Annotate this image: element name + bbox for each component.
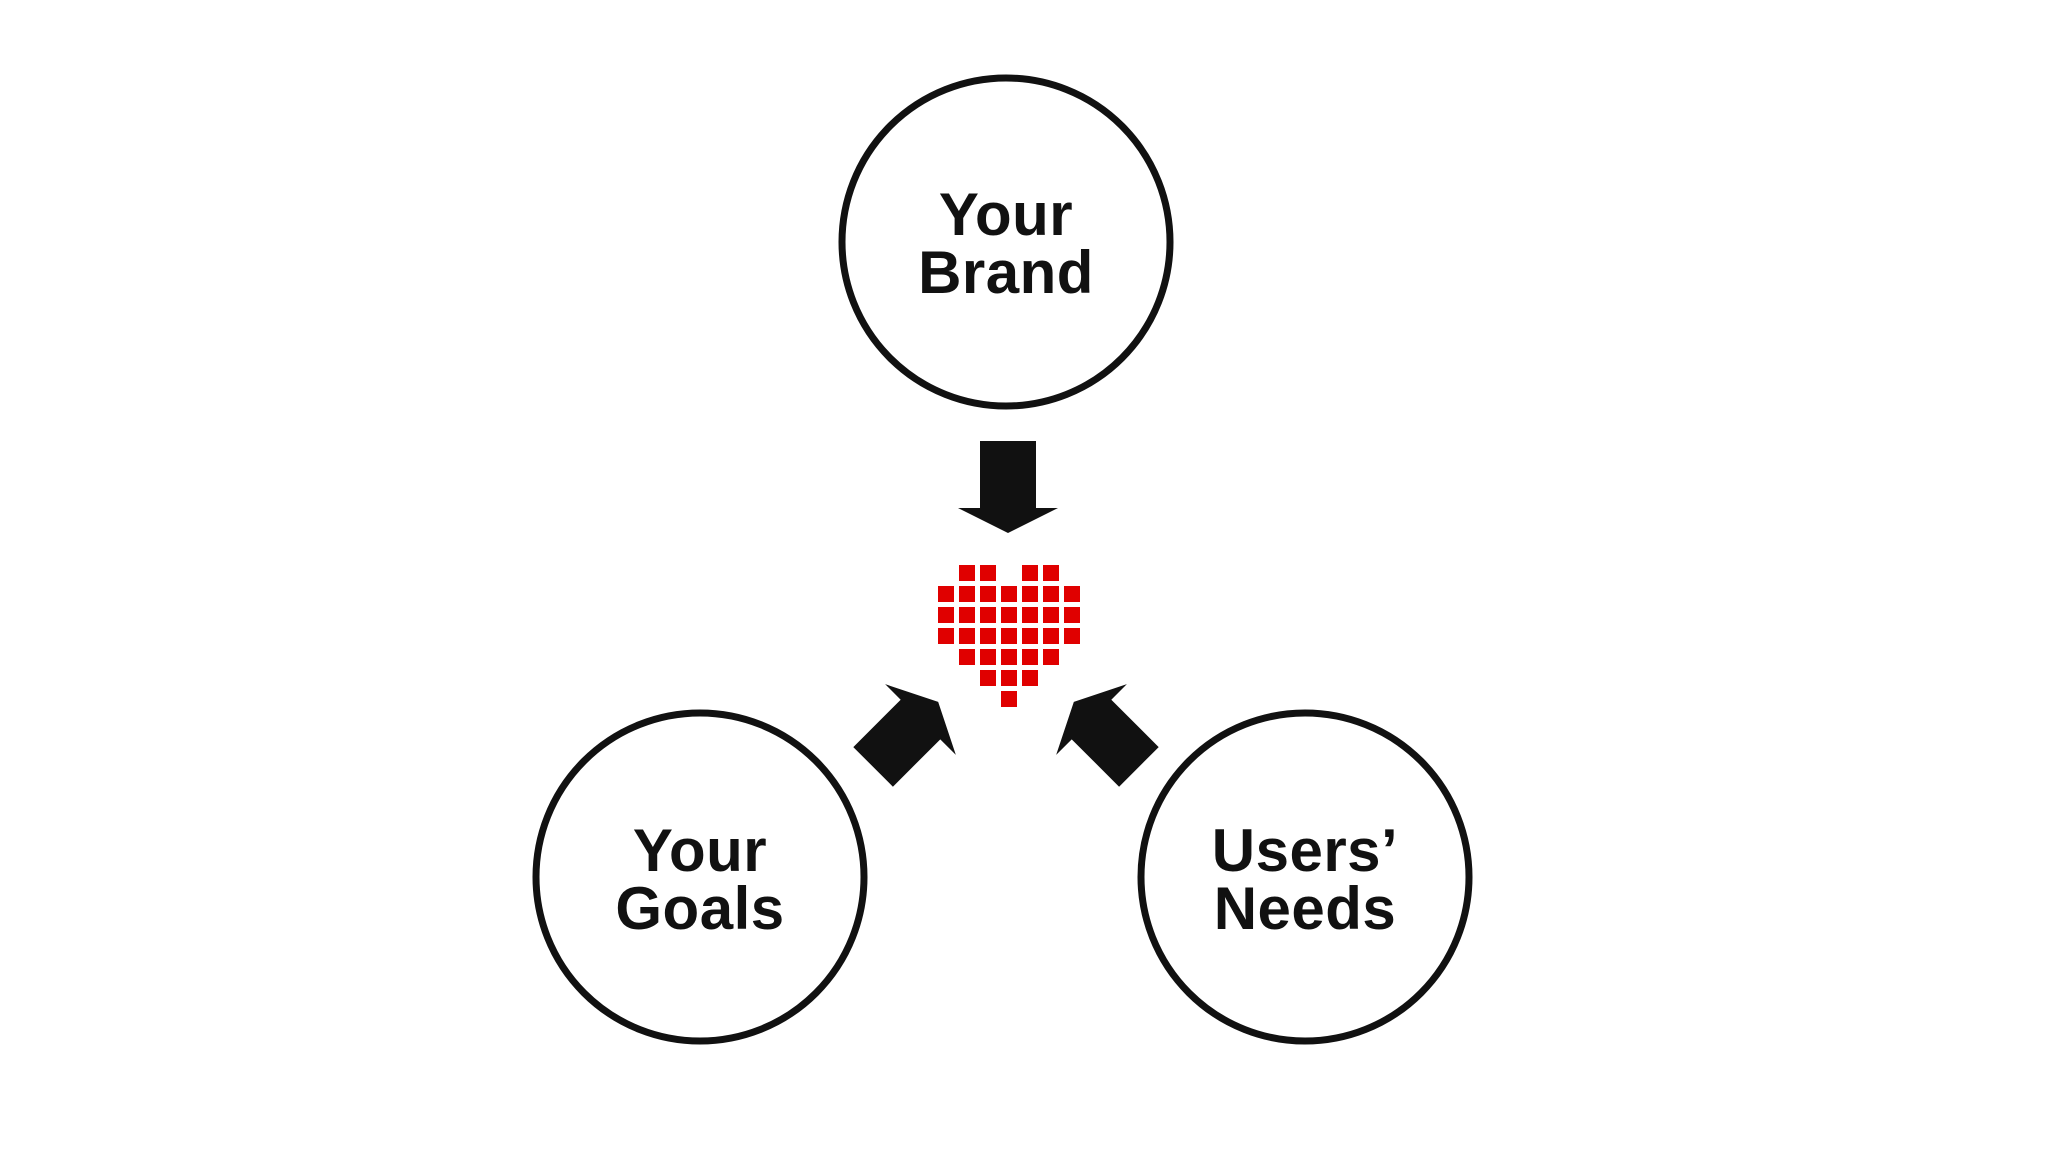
heart-pixel [1022,649,1038,665]
needs-label: Users’ Needs [1155,817,1455,942]
heart-pixel [980,586,996,602]
heart-pixel [938,628,954,644]
heart-pixel [1001,607,1017,623]
brand-circle [838,74,1174,410]
heart-pixel [1001,649,1017,665]
arrow-icon [958,441,1058,533]
heart-pixel [1001,691,1017,707]
heart-pixel [938,586,954,602]
heart-pixel [959,649,975,665]
pixel-heart-icon [938,565,1080,707]
heart-pixel [1022,565,1038,581]
arrow-icon [1056,684,1159,787]
heart-pixel [1064,607,1080,623]
heart-pixel [980,565,996,581]
heart-pixel [1043,607,1059,623]
needs-circle [1137,709,1473,1045]
heart-pixel [1043,649,1059,665]
heart-pixel [959,628,975,644]
heart-pixel [980,628,996,644]
heart-pixel [1022,607,1038,623]
heart-pixel [1022,670,1038,686]
heart-pixel [959,607,975,623]
brand-label-line2: Brand [918,239,1094,306]
arrow-icon [853,684,956,787]
heart-pixel [1001,670,1017,686]
goals-label-line2: Goals [615,875,785,942]
heart-pixel [980,649,996,665]
heart-pixel [1043,565,1059,581]
heart-pixel [959,586,975,602]
goals-circle [532,709,868,1045]
heart-pixel [980,607,996,623]
heart-pixel [938,607,954,623]
heart-pixel [1022,628,1038,644]
heart-pixel [1064,586,1080,602]
heart-pixel [1022,586,1038,602]
heart-pixel [1001,586,1017,602]
brand-label: Your Brand [856,181,1156,306]
needs-label-line2: Needs [1213,875,1397,942]
heart-pixel [980,670,996,686]
heart-pixel [1064,628,1080,644]
goals-label-line1: Your [632,817,768,884]
brand-label-line1: Your [938,181,1074,248]
needs-label-line1: Users’ [1211,817,1399,884]
heart-pixel [1043,628,1059,644]
heart-pixel [1043,586,1059,602]
heart-pixel [1001,628,1017,644]
goals-label: Your Goals [550,817,850,942]
heart-pixel [959,565,975,581]
